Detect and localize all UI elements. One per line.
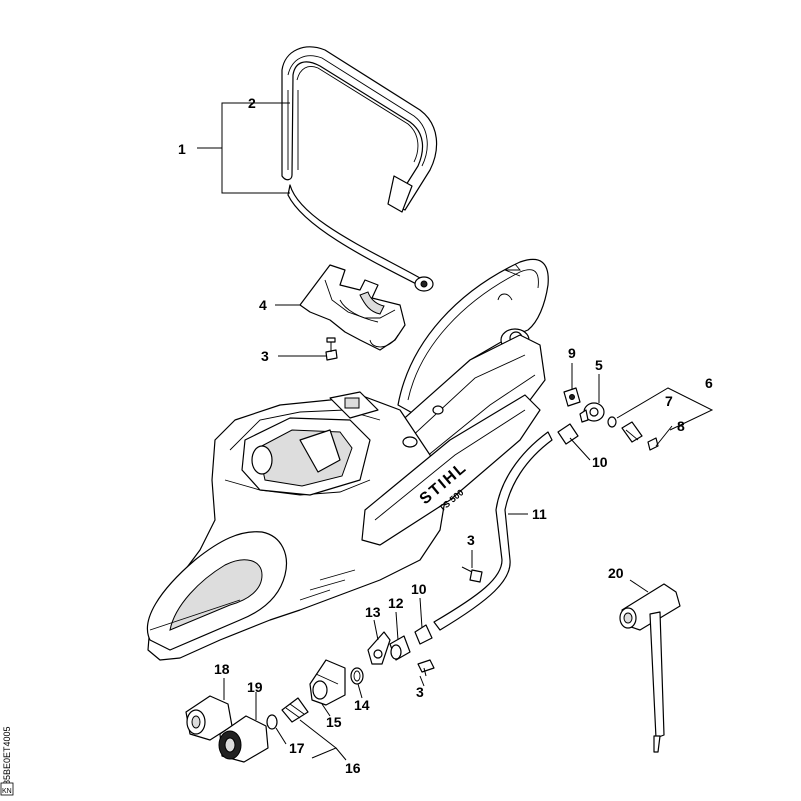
callout-11: 11 [532,506,547,522]
callout-13: 13 [365,604,381,620]
callout-14: 14 [354,697,370,713]
callout-labels: 1 2 4 3 9 5 6 7 8 10 11 3 13 12 10 3 14 … [178,95,713,776]
water-hose-11 [433,431,553,631]
callout-8: 8 [677,418,685,434]
callout-10-lower: 10 [411,581,427,597]
callout-5: 5 [595,357,603,373]
callout-16: 16 [345,760,361,776]
callout-19: 19 [247,679,263,695]
callout-4: 4 [259,297,267,313]
banjo-fitting-5 [579,402,605,423]
callout-3-middle: 3 [467,532,475,548]
hose-coupling-10-upper [557,423,579,445]
handlebar [281,46,438,292]
callout-9: 9 [568,345,576,361]
callout-17: 17 [289,740,305,756]
banjo-bolt-6 [621,421,643,443]
drawing-tag: KN [2,788,12,795]
seal-ring-7 [607,416,617,428]
hose-coupling-10-lower [414,624,433,645]
combination-wrench-20 [619,583,681,753]
nut-9 [563,387,581,407]
o-ring-14 [350,667,364,685]
callout-2: 2 [248,95,256,111]
handlebar-clamp [299,264,406,351]
drawing-code: 785BE0ET4005 [2,726,12,790]
cut-off-machine-body: STIHL TS 500 [146,258,549,661]
callout-1: 1 [178,141,186,157]
callout-20: 20 [608,565,624,581]
callout-3-lower: 3 [416,684,424,700]
callout-10-upper: 10 [592,454,608,470]
callout-6: 6 [705,375,713,391]
coupling-18 [185,695,233,741]
screw-middle [461,566,483,583]
callout-12: 12 [388,595,404,611]
screw-lower [417,659,435,677]
valve-15 [309,659,346,706]
gasket-13 [367,631,391,665]
callout-7: 7 [665,393,673,409]
screw-8 [647,437,659,451]
callout-18: 18 [214,661,230,677]
sleeve-12 [389,635,411,661]
callout-3-upper: 3 [261,348,269,364]
callout-15: 15 [326,714,342,730]
coupling-19 [218,715,269,763]
o-ring-17 [266,714,278,730]
leader-lines [197,102,714,761]
screw-upper [325,337,338,361]
drawing-tag-box [0,782,14,796]
nipple-16 [281,697,309,723]
